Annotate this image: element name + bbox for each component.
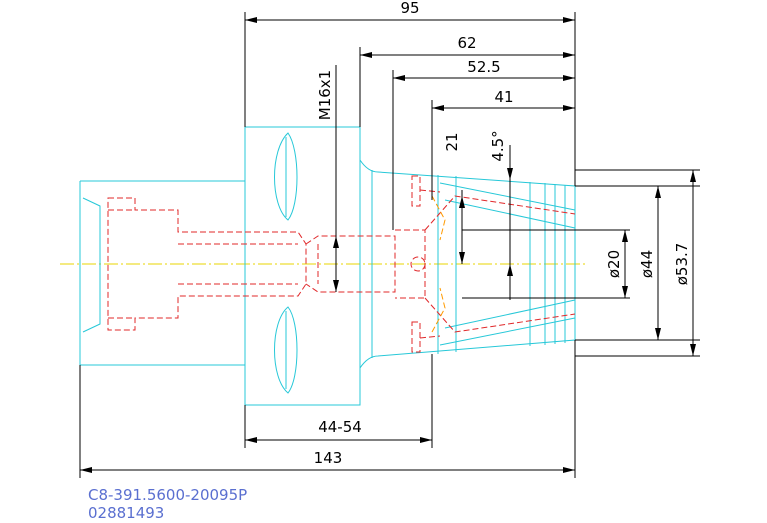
part-number: C8-391.5600-20095P	[88, 486, 247, 504]
dim-95: 95	[400, 0, 419, 17]
dim-dia53-7: ø53.7	[673, 243, 691, 286]
dim-angle: 4.5°	[489, 130, 507, 161]
hidden-lines	[107, 175, 576, 353]
dim-thread: M16x1	[316, 70, 334, 120]
dim-dia44: ø44	[638, 250, 656, 278]
part-code: 02881493	[88, 504, 164, 522]
dimension-lines	[79, 12, 700, 478]
dim-62: 62	[457, 34, 476, 52]
dim-41: 41	[494, 88, 513, 106]
hidden-lines-orange	[431, 195, 446, 333]
dim-range: 44-54	[318, 418, 362, 436]
dim-143: 143	[314, 449, 343, 467]
dim-52-5: 52.5	[467, 58, 500, 76]
arrowheads	[80, 17, 696, 473]
holder-outline	[79, 126, 576, 406]
dim-dia20: ø20	[605, 250, 623, 278]
dim-21: 21	[443, 132, 461, 151]
